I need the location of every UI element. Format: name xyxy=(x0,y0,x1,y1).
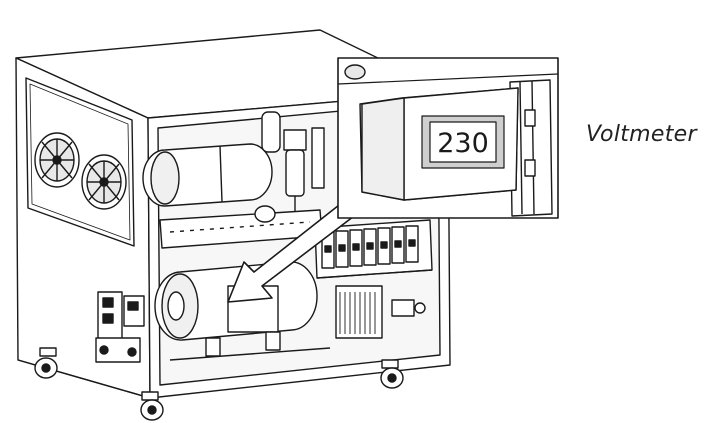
caster-front-left xyxy=(34,347,58,379)
connector-panel xyxy=(95,291,145,363)
voltmeter-display-reading: 230 xyxy=(437,128,489,159)
shelf-plate xyxy=(159,205,323,249)
caster-front-right xyxy=(140,391,164,421)
pointer-arrow xyxy=(227,197,363,303)
electrical-panel xyxy=(314,219,433,279)
caster-rear-right xyxy=(380,359,404,389)
heat-sink xyxy=(335,285,426,339)
filter-regulator xyxy=(283,127,325,214)
upper-tank xyxy=(142,111,281,207)
side-vent-panel xyxy=(25,77,135,247)
callout-zoom-box xyxy=(337,57,559,219)
fan-right-icon xyxy=(81,154,127,210)
callout-label: Voltmeter xyxy=(586,122,697,147)
fan-left-icon xyxy=(34,132,80,188)
